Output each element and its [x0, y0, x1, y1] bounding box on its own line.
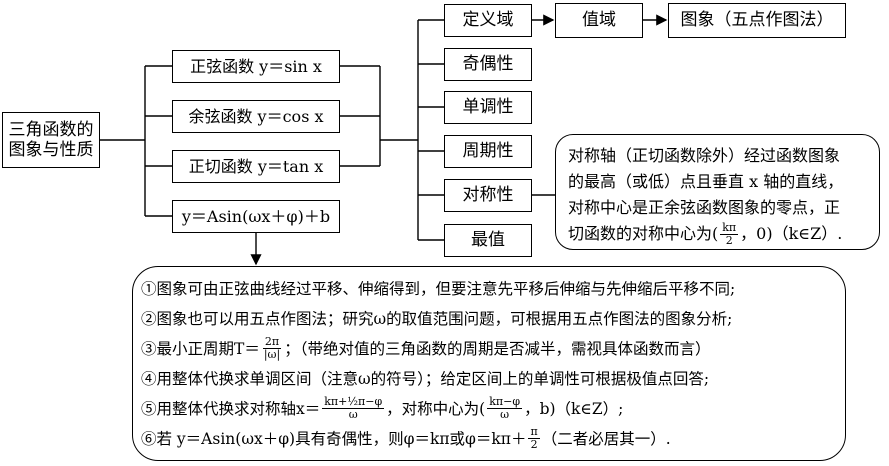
note-1: ①图象可由正弦曲线经过平移、伸缩得到，但要注意先平移后伸缩与先伸缩后平移不同;: [141, 280, 736, 298]
root-topic-line2: 图象与性质: [8, 140, 94, 160]
symmetry-note-line2: 的最高（或低）点且垂直 x 轴的直线，: [568, 172, 844, 191]
symmetry-note-line3: 对称中心是正余弦函数图象的零点，正: [568, 198, 841, 217]
cosine-function-box: 余弦函数 y＝cos x: [172, 100, 340, 133]
property-monotonicity: 单调性: [444, 91, 532, 124]
symmetry-note: 对称轴（正切函数除外）经过函数图象 的最高（或低）点且垂直 x 轴的直线， 对称…: [555, 134, 880, 250]
property-domain: 定义域: [444, 4, 532, 37]
property-extremum: 最值: [444, 224, 532, 257]
property-symmetry: 对称性: [444, 179, 532, 212]
sine-function-box: 正弦函数 y＝sin x: [172, 50, 340, 83]
note-2: ②图象也可以用五点作图法；研究ω的取值范围问题，可根据用五点作图法的图象分析;: [141, 310, 733, 328]
period-fraction: 2π|ω|: [262, 334, 282, 361]
range-box: 值域: [555, 3, 643, 38]
graph-five-point-box: 图象（五点作图法）: [668, 3, 846, 38]
notes-box: ①图象可由正弦曲线经过平移、伸缩得到，但要注意先平移后伸缩与先伸缩后平移不同; …: [132, 266, 846, 461]
symmetry-note-line1: 对称轴（正切函数除外）经过函数图象: [568, 146, 841, 165]
note-4: ④用整体代换求单调区间（注意ω的符号）；给定区间上的单调性可根据极值点回答;: [141, 370, 710, 388]
note-3: ③最小正周期T＝2π|ω|；（带绝对值的三角函数的周期是否减半，需视具体函数而言…: [141, 334, 711, 361]
property-periodicity: 周期性: [444, 135, 532, 168]
root-topic-box: 三角函数的 图象与性质: [2, 112, 100, 168]
tangent-function-box: 正切函数 y＝tan x: [172, 150, 340, 183]
property-parity: 奇偶性: [444, 48, 532, 81]
general-sinusoid-box: y＝Asin(ωx＋φ)＋b: [172, 200, 340, 233]
root-topic-line1: 三角函数的: [8, 119, 94, 140]
